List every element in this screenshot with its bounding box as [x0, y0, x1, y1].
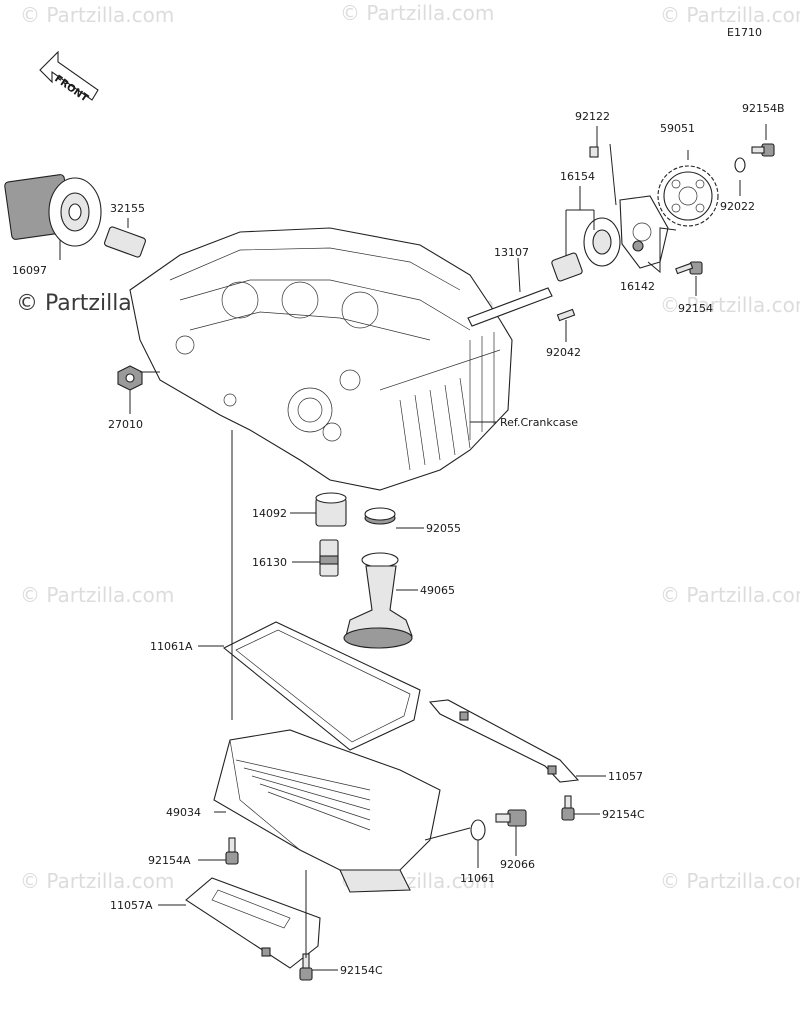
nut-icon: [117, 365, 143, 391]
part-label-16130: 16130: [252, 556, 287, 569]
o-ring-icon: [364, 507, 396, 525]
washer-icon: [470, 819, 486, 841]
diagram-code: E1710: [727, 26, 762, 39]
watermark: © Partzilla.com: [660, 3, 800, 27]
part-label-49034: 49034: [166, 806, 201, 819]
part-label-92022: 92022: [720, 200, 755, 213]
part-label-59051: 59051: [660, 122, 695, 135]
part-label-92042: 92042: [546, 346, 581, 359]
oil-pan-icon: [213, 729, 441, 893]
part-label-27010: 27010: [108, 418, 143, 431]
fitting-icon: [319, 539, 339, 577]
oil-strainer-icon: [343, 552, 413, 649]
gasket-icon: [222, 621, 421, 751]
bolt-icon: [751, 143, 775, 157]
washer-icon: [734, 157, 746, 173]
part-label-49065: 49065: [420, 584, 455, 597]
watermark: © Partzilla.com: [660, 583, 800, 607]
bracket-icon: [185, 877, 321, 969]
watermark: © Partzilla.com: [660, 869, 800, 893]
part-label-11061A: 11061A: [150, 640, 193, 653]
watermark: © Partzilla.com: [660, 293, 800, 317]
part-label-11061: 11061: [460, 872, 495, 885]
part-label-92154A: 92154A: [148, 854, 191, 867]
part-label-16097: 16097: [12, 264, 47, 277]
bolt-icon: [675, 261, 703, 275]
part-label-16142: 16142: [620, 280, 655, 293]
oil-pump-shaft-icon: [467, 287, 553, 327]
watermark: © Partzilla.com: [340, 1, 494, 25]
front-arrow-icon: FRONT: [39, 50, 99, 104]
part-label-14092: 14092: [252, 507, 287, 520]
watermark: © Partzilla.com: [20, 3, 174, 27]
oil-filter-fitting-icon: [104, 226, 146, 258]
part-label-92122: 92122: [575, 110, 610, 123]
part-label-13107: 13107: [494, 246, 529, 259]
part-label-92154C: 92154C: [602, 808, 645, 821]
part-label-11057A: 11057A: [110, 899, 153, 912]
pump-rotor-icon: [551, 217, 621, 282]
part-label-92154B: 92154B: [742, 102, 785, 115]
part-label-92066: 92066: [500, 858, 535, 871]
part-label-92055: 92055: [426, 522, 461, 535]
baffle-plate-icon: [428, 699, 580, 783]
leader-lines: [59, 124, 767, 971]
ref-crankcase-label: Ref.Crankcase: [500, 416, 578, 429]
crankcase-icon: [129, 227, 513, 491]
part-label-16154: 16154: [560, 170, 595, 183]
part-label-92154: 92154: [678, 302, 713, 315]
part-label-11057: 11057: [608, 770, 643, 783]
watermark: © Partzilla.com: [20, 869, 174, 893]
part-labels: 16097 32155 27010 92122 16154 59051 9215…: [12, 102, 785, 977]
bolt-icon: [225, 837, 239, 865]
watermark: © Partzilla.com: [20, 583, 174, 607]
collar-icon: [315, 492, 347, 527]
bolt-icon: [299, 953, 313, 981]
part-label-32155: 32155: [110, 202, 145, 215]
oil-filter-icon: [4, 174, 102, 247]
pin-icon: [556, 308, 576, 322]
drain-bolt-icon: [495, 809, 527, 827]
part-label-92154C: 92154C: [340, 964, 383, 977]
pin-icon: [589, 146, 599, 158]
sprocket-icon: [657, 165, 719, 227]
bolt-icon: [561, 795, 575, 821]
